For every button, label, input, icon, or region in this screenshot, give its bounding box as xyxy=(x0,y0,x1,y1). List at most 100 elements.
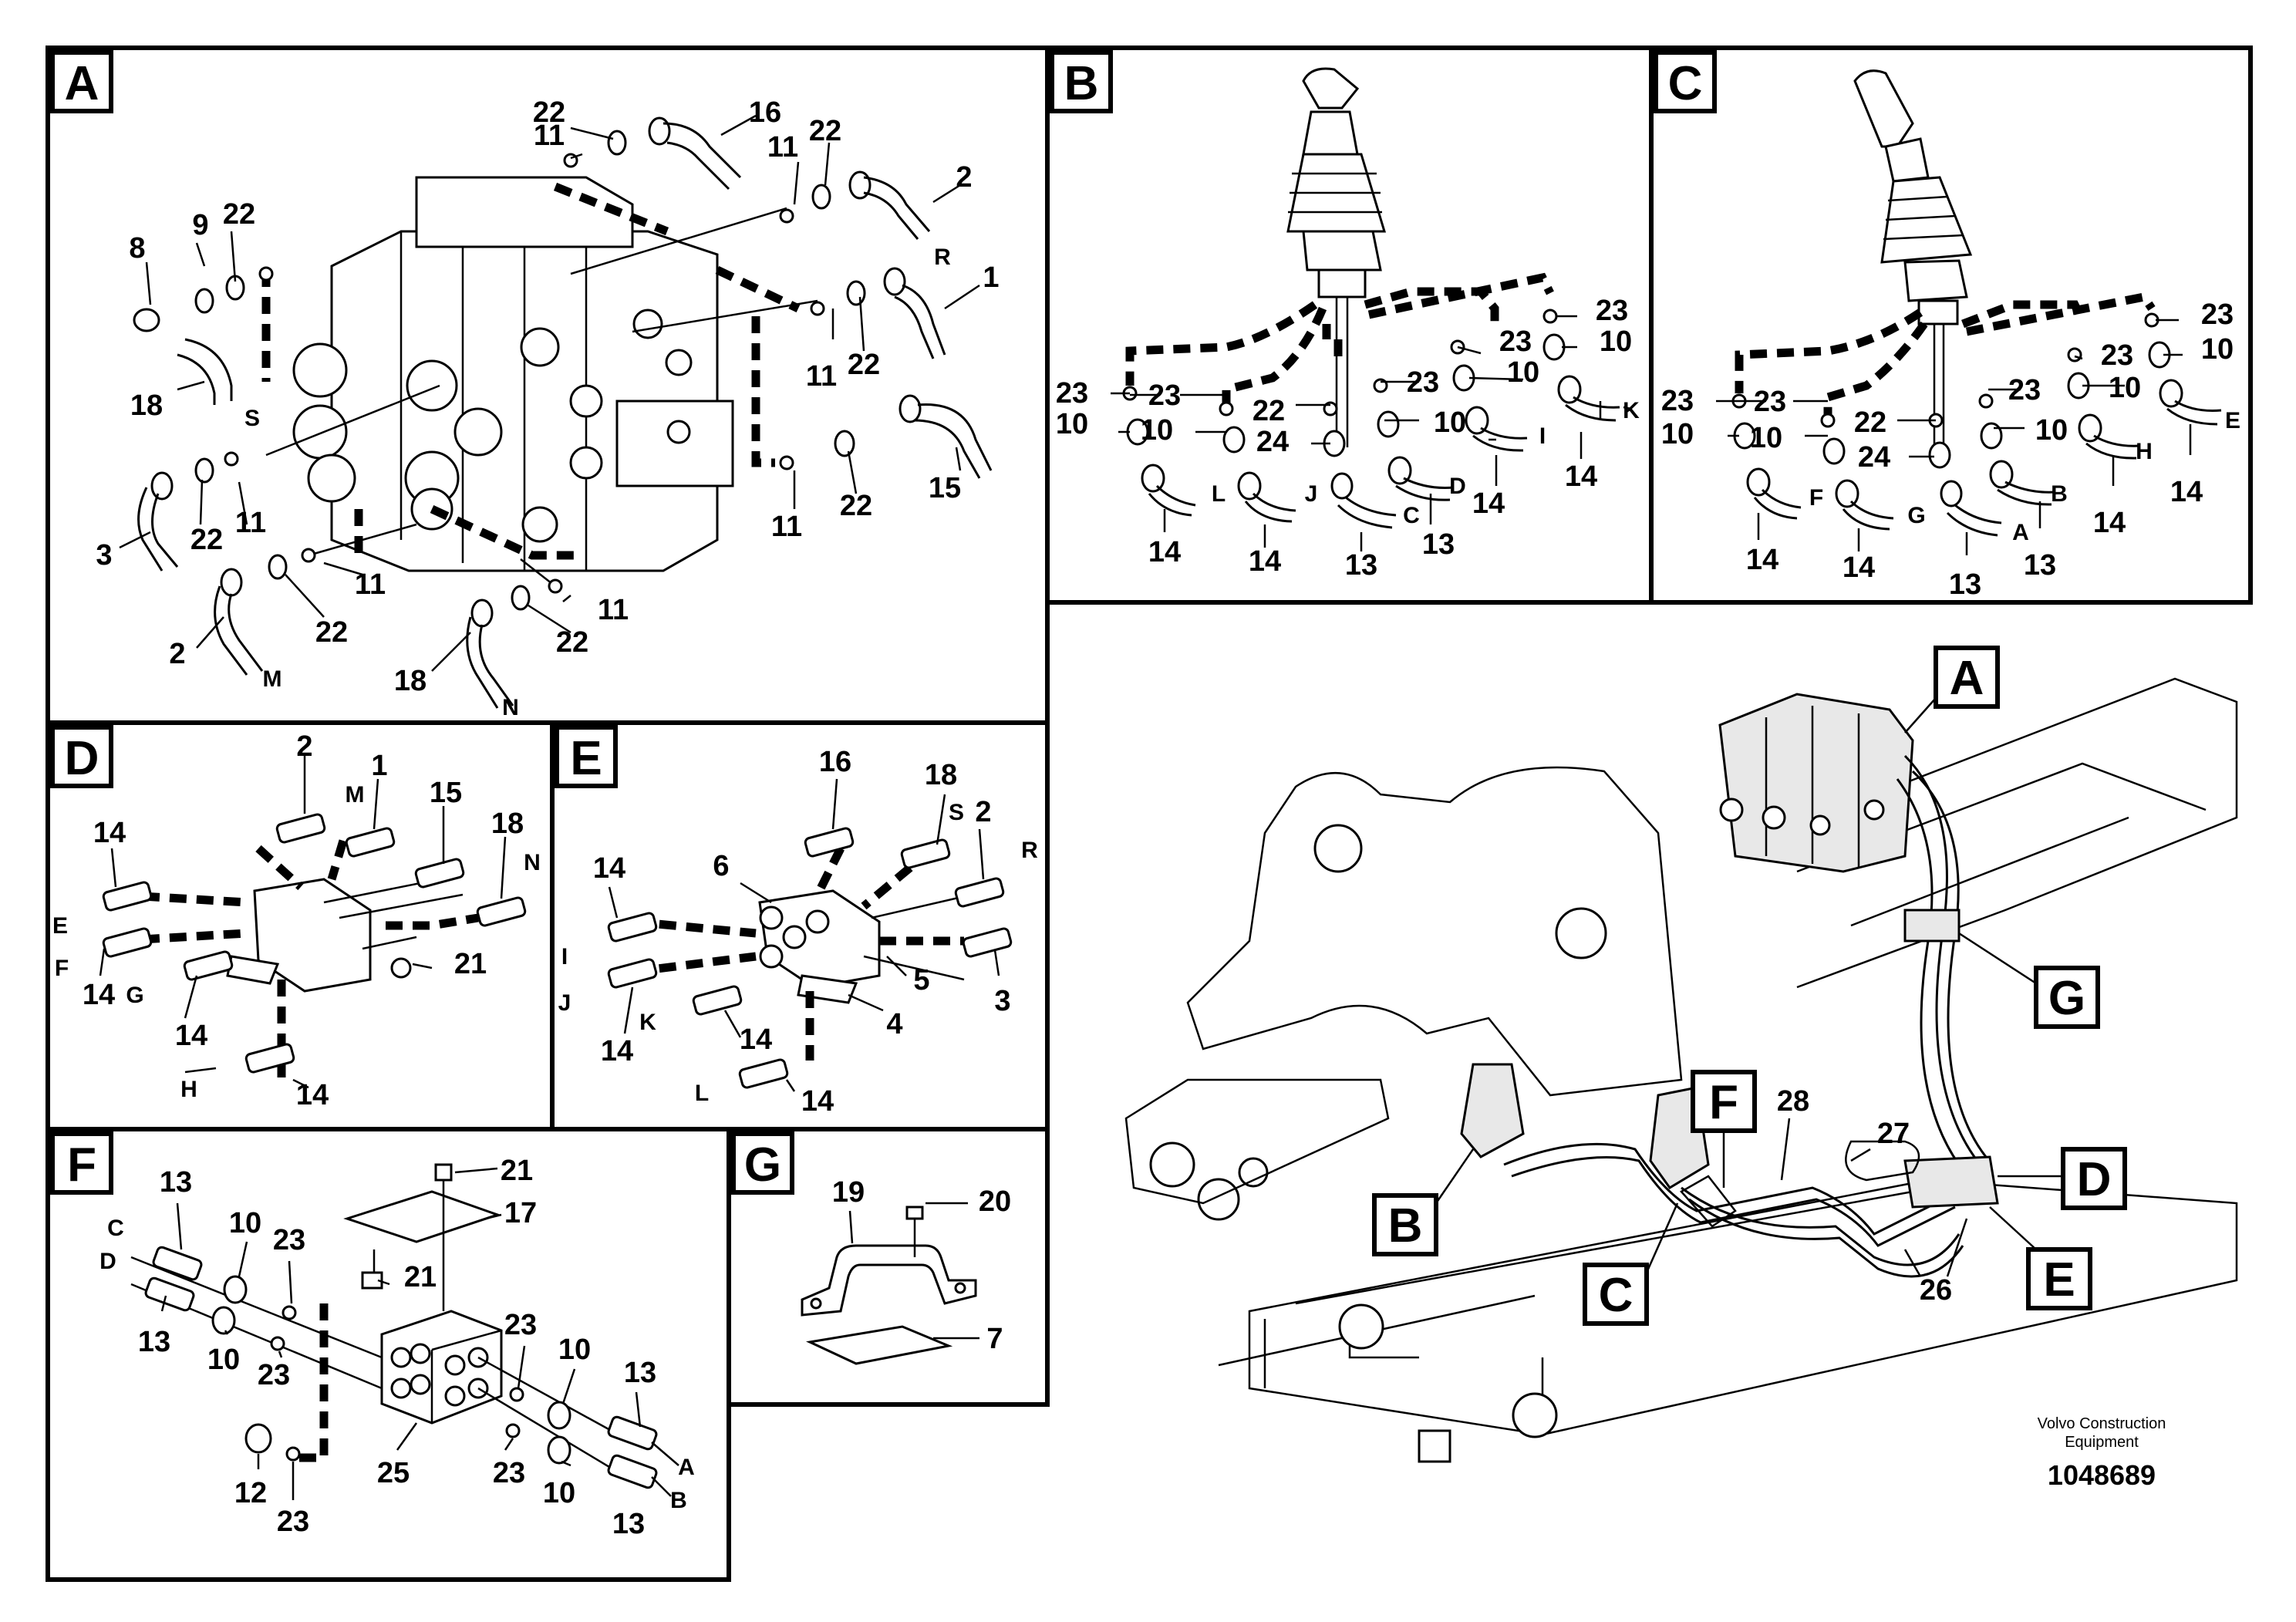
part-num: 10 xyxy=(207,1344,240,1376)
callout-d: D xyxy=(2077,1153,2112,1206)
port-letter: I xyxy=(1539,423,1546,449)
part-num: 14 xyxy=(801,1085,834,1118)
fittings-b xyxy=(1122,309,1620,529)
panel-d-tag: D xyxy=(50,725,113,788)
part-num: 1 xyxy=(371,750,387,782)
overview-block-f xyxy=(1680,1175,1737,1228)
footer: Volvo Construction Equipment 1048689 xyxy=(2038,1415,2166,1491)
panel-frames xyxy=(46,46,2253,1582)
panel-b-labels: 23 23 10 23 23 10 23 10 22 10 10 24 14 1… xyxy=(1056,295,1640,582)
port-letter: N xyxy=(502,695,519,720)
part-num: 11 xyxy=(767,131,798,164)
port-letter: H xyxy=(180,1077,197,1102)
pilot-lines-e xyxy=(863,893,973,981)
front-frame xyxy=(1124,1078,1390,1205)
part-num: 14 xyxy=(1565,460,1597,493)
fittings-c xyxy=(1731,312,2222,537)
panel-b-title: B xyxy=(1064,57,1099,110)
overview-callouts: A B C D E F G xyxy=(1372,646,2127,1326)
joystick-right xyxy=(1853,69,1973,455)
pilot-lines-f xyxy=(130,1256,633,1482)
panel-g-frame xyxy=(727,1127,1050,1407)
part-num: 10 xyxy=(2109,372,2141,404)
panel-a-labels: 22 16 11 11 22 2 9 22 8 18 1 22 11 15 11… xyxy=(96,96,999,720)
part-num: 22 xyxy=(840,490,872,522)
part-num: 14 xyxy=(1843,551,1875,584)
pad-7 xyxy=(805,1325,953,1365)
panel-c-frame xyxy=(1649,46,2253,605)
part-num: 26 xyxy=(1920,1274,1952,1307)
frame-deck xyxy=(1735,677,2238,989)
panel-f-title: F xyxy=(67,1138,96,1192)
part-num: 14 xyxy=(593,852,625,885)
part-num: 3 xyxy=(96,539,112,572)
port-letter: C xyxy=(107,1216,124,1241)
document-number: 1048689 xyxy=(2048,1459,2156,1491)
overview-control-valve xyxy=(1718,693,1914,873)
part-num: 14 xyxy=(93,817,126,849)
port-letter: I xyxy=(561,944,568,969)
port-letter: F xyxy=(55,956,69,981)
panel-d-title: D xyxy=(65,732,99,785)
part-num: 10 xyxy=(1750,422,1782,454)
part-num: 14 xyxy=(1746,544,1778,576)
callout-b: B xyxy=(1388,1199,1423,1253)
part-num: 6 xyxy=(713,850,729,882)
port-letter: E xyxy=(2225,408,2240,433)
port-letter: A xyxy=(678,1455,695,1480)
hose-fittings-a xyxy=(133,116,993,709)
part-num: 10 xyxy=(2201,333,2234,366)
port-letter: F xyxy=(1809,485,1823,511)
panel-g-title: G xyxy=(744,1138,781,1192)
panel-c-drawing xyxy=(1716,69,2222,555)
callout-g: G xyxy=(2048,972,2085,1025)
panel-e-labels: 16 18 2 14 6 5 4 14 14 3 14 S R I J K L xyxy=(558,746,1039,1118)
part-num: 18 xyxy=(130,389,163,422)
part-num: 14 xyxy=(740,1023,772,1056)
port-letter: K xyxy=(1623,398,1640,423)
part-num: 10 xyxy=(1434,406,1466,439)
hose-route-k xyxy=(1367,272,1554,319)
panel-a-drawing xyxy=(119,114,993,709)
cover-plate xyxy=(343,1190,501,1243)
part-num: 10 xyxy=(1056,408,1088,440)
part-num: 22 xyxy=(848,349,880,381)
panel-g-drawing xyxy=(801,1202,979,1365)
part-num: 14 xyxy=(2170,476,2203,508)
part-num: 2 xyxy=(169,638,185,670)
part-num: 10 xyxy=(1507,356,1539,389)
part-num: 5 xyxy=(913,964,929,996)
port-letter: B xyxy=(2051,481,2068,507)
port-letter: R xyxy=(1021,838,1038,863)
part-num: 2 xyxy=(956,161,972,194)
part-num: 11 xyxy=(534,120,565,152)
port-letter: J xyxy=(558,990,571,1016)
panel-b-drawing xyxy=(1111,67,1632,551)
part-num: 14 xyxy=(601,1035,633,1067)
company-name: Volvo Construction xyxy=(2038,1415,2166,1432)
part-num: 14 xyxy=(2093,507,2126,539)
panel-c-title: C xyxy=(1668,57,1703,110)
part-num: 10 xyxy=(1141,414,1173,447)
hose-route-g xyxy=(1823,321,1928,420)
hose-route-e xyxy=(1965,292,2156,336)
panel-b-tag: B xyxy=(1050,50,1113,113)
port-letter: B xyxy=(670,1488,687,1513)
part-num: 21 xyxy=(501,1155,533,1187)
port-letter: D xyxy=(1449,474,1466,499)
part-num: 12 xyxy=(234,1477,267,1509)
part-num: 10 xyxy=(229,1207,261,1239)
hose-route-1 xyxy=(715,266,801,312)
overview-manifold-de xyxy=(1903,1155,1999,1209)
fittings-d xyxy=(102,813,527,1074)
hose-route-16 xyxy=(553,182,669,236)
part-num: 13 xyxy=(2024,549,2056,582)
port-letter: D xyxy=(99,1249,116,1274)
callout-f: F xyxy=(1709,1076,1738,1129)
port-letter: E xyxy=(52,913,68,939)
part-num: 23 xyxy=(258,1359,290,1391)
part-num: 24 xyxy=(1858,441,1890,474)
port-letter: R xyxy=(934,244,951,270)
part-num: 23 xyxy=(1754,386,1786,418)
hose-bundle-valve xyxy=(1896,754,1988,1172)
